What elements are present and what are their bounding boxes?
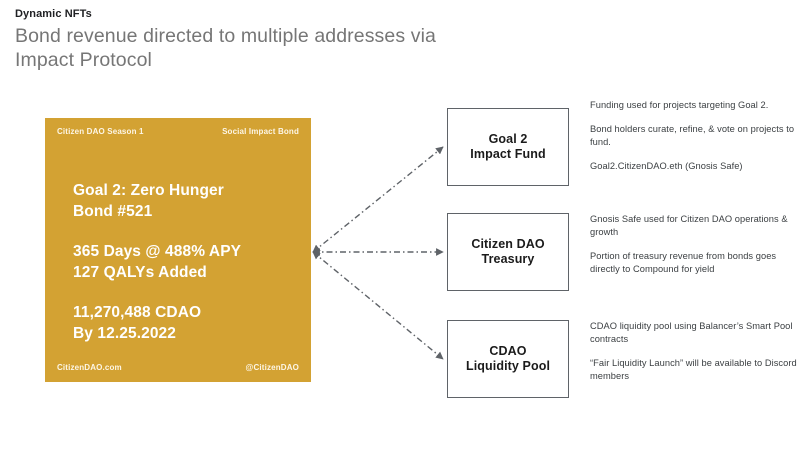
destination-title-line-2: Liquidity Pool xyxy=(465,359,551,373)
bond-number-line: Bond #521 xyxy=(73,203,153,220)
bond-card-body: Goal 2: Zero Hunger Bond #521 365 Days @… xyxy=(73,180,299,344)
bond-term-apy-line: 365 Days @ 488% APY xyxy=(73,243,242,260)
arrow-to-liquidity xyxy=(312,251,444,360)
notes-treasury: Gnosis Safe used for Citizen DAO operati… xyxy=(590,213,805,276)
bond-spacer-1 xyxy=(73,222,299,241)
destination-title-line-1: Citizen DAO xyxy=(471,236,545,251)
bond-goal-line: Goal 2: Zero Hunger xyxy=(73,182,224,199)
note-item: CDAO liquidity pool using Balancer’s Sma… xyxy=(590,321,793,344)
bond-maturity-line: By 12.25.2022 xyxy=(73,325,176,342)
destination-label-liquidity: CDAO Liquidity Pool xyxy=(466,344,550,375)
bond-website-label: CitizenDAO.com xyxy=(57,363,122,372)
destination-title-line-1: CDAO xyxy=(489,343,527,358)
destination-box-goal2: Goal 2 Impact Fund xyxy=(447,108,569,186)
destination-box-treasury: Citizen DAO Treasury xyxy=(447,213,569,291)
destination-label-goal2: Goal 2 Impact Fund xyxy=(470,132,545,163)
slide-heading: Dynamic NFTs Bond revenue directed to mu… xyxy=(15,7,485,72)
note-item: “Fair Liquidity Launch” will be availabl… xyxy=(590,358,797,381)
bond-amount-line: 11,270,488 CDAO xyxy=(73,304,202,321)
bond-card-footer: CitizenDAO.com @CitizenDAO xyxy=(57,363,299,373)
arrow-to-goal2 xyxy=(312,146,444,253)
notes-liquidity: CDAO liquidity pool using Balancer’s Sma… xyxy=(590,320,805,383)
note-item: Bond holders curate, refine, & vote on p… xyxy=(590,124,795,147)
bond-spacer-2 xyxy=(73,283,299,302)
note-item: Portion of treasury revenue from bonds g… xyxy=(590,251,777,274)
slide-eyebrow: Dynamic NFTs xyxy=(15,8,92,20)
bond-handle-label: @CitizenDAO xyxy=(245,363,299,372)
note-item: Gnosis Safe used for Citizen DAO operati… xyxy=(590,214,788,237)
bond-qalys-line: 127 QALYs Added xyxy=(73,264,207,281)
destination-label-treasury: Citizen DAO Treasury xyxy=(471,237,544,268)
bond-card-header: Citizen DAO Season 1 Social Impact Bond xyxy=(57,127,299,137)
bond-nft-card: Citizen DAO Season 1 Social Impact Bond … xyxy=(45,118,311,382)
destination-title-line-1: Goal 2 xyxy=(488,131,528,146)
bond-season-label: Citizen DAO Season 1 xyxy=(57,127,144,136)
bond-type-label: Social Impact Bond xyxy=(222,127,299,136)
slide-title: Bond revenue directed to multiple addres… xyxy=(15,25,436,71)
notes-goal2: Funding used for projects targeting Goal… xyxy=(590,99,805,173)
note-item: Funding used for projects targeting Goal… xyxy=(590,100,769,110)
destination-title-line-2: Treasury xyxy=(481,252,535,266)
destination-box-liquidity: CDAO Liquidity Pool xyxy=(447,320,569,398)
destination-title-line-2: Impact Fund xyxy=(470,147,546,161)
note-item: Goal2.CitizenDAO.eth (Gnosis Safe) xyxy=(590,161,743,171)
